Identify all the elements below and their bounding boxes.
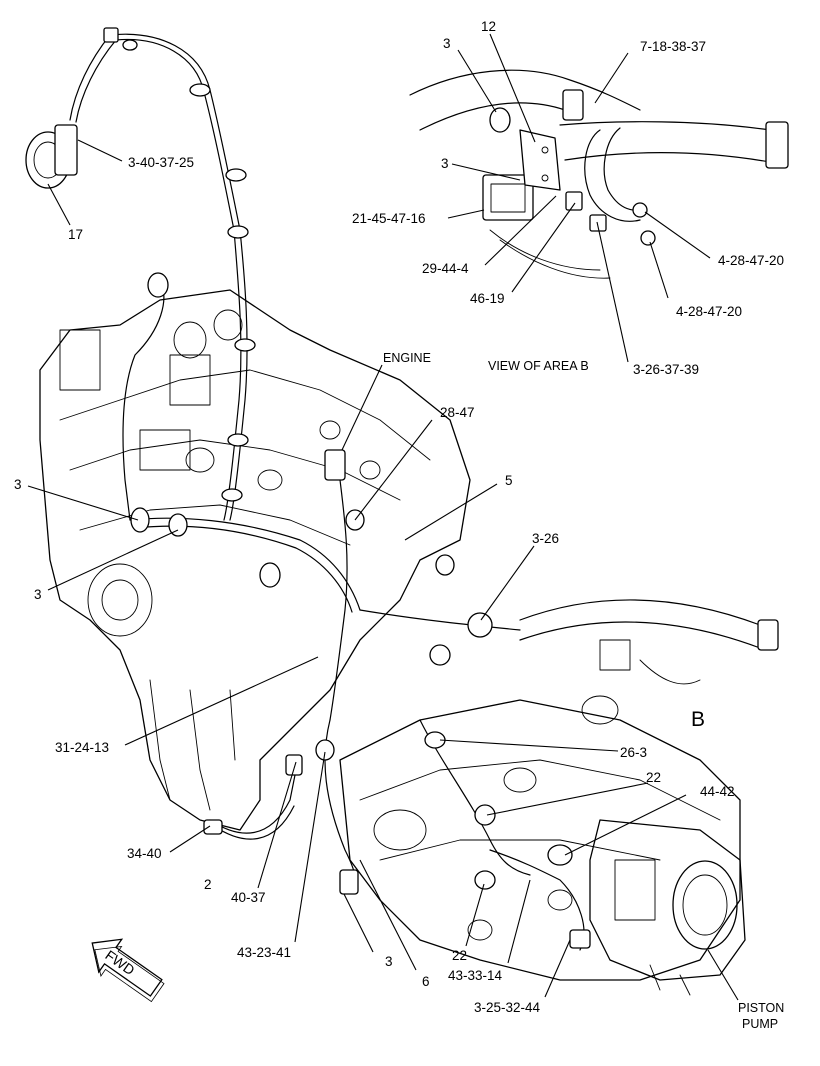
area-b-marker: B: [691, 708, 705, 731]
callout-3-40-37-25: 3-40-37-25: [128, 155, 194, 170]
leader-lines: [27, 33, 739, 1001]
piston-pump-label-line2: PUMP: [742, 1017, 778, 1031]
callout-43-33-14: 43-33-14: [448, 968, 503, 983]
callout-6: 6: [422, 974, 430, 989]
callout-43-23-41: 43-23-41: [237, 945, 291, 960]
callout-3-mid: 3: [441, 156, 449, 171]
callout-5: 5: [505, 473, 513, 488]
callout-7-18-38-37: 7-18-38-37: [640, 39, 706, 54]
callout-26-3: 26-3: [620, 745, 647, 760]
fwd-arrow-icon: FWD: [91, 938, 165, 1003]
callout-28-47: 28-47: [440, 405, 475, 420]
wiring-harness: [25, 27, 591, 951]
callout-3-top: 3: [443, 36, 451, 51]
callout-3-26-37-39: 3-26-37-39: [633, 362, 699, 377]
callout-labels: 3 12 7-18-38-37 3 21-45-47-16 29-44-4 46…: [14, 19, 784, 1031]
callout-21-45-47-16: 21-45-47-16: [352, 211, 426, 226]
callout-22-b: 22: [452, 948, 467, 963]
callout-4-28-47-20-a: 4-28-47-20: [718, 253, 784, 268]
view-of-area-b-title: VIEW OF AREA B: [488, 359, 589, 373]
callout-31-24-13: 31-24-13: [55, 740, 109, 755]
callout-3-left-a: 3: [14, 477, 22, 492]
callout-2: 2: [204, 877, 212, 892]
callout-22-a: 22: [646, 770, 661, 785]
engine-label: ENGINE: [383, 351, 431, 365]
callout-40-37: 40-37: [231, 890, 266, 905]
callout-44-42: 44-42: [700, 784, 735, 799]
callout-17: 17: [68, 227, 83, 242]
callout-34-40: 34-40: [127, 846, 162, 861]
callout-3-left-b: 3: [34, 587, 42, 602]
callout-29-44-4: 29-44-4: [422, 261, 469, 276]
area-b-inset-artwork: [409, 69, 789, 279]
engine-artwork: [39, 289, 779, 996]
callout-46-19: 46-19: [470, 291, 505, 306]
callout-3-bottom: 3: [385, 954, 393, 969]
callout-3-25-32-44: 3-25-32-44: [474, 1000, 541, 1015]
callout-4-28-47-20-b: 4-28-47-20: [676, 304, 742, 319]
callout-12: 12: [481, 19, 496, 34]
piston-pump-label-line1: PISTON: [738, 1001, 784, 1015]
callout-3-26: 3-26: [532, 531, 559, 546]
